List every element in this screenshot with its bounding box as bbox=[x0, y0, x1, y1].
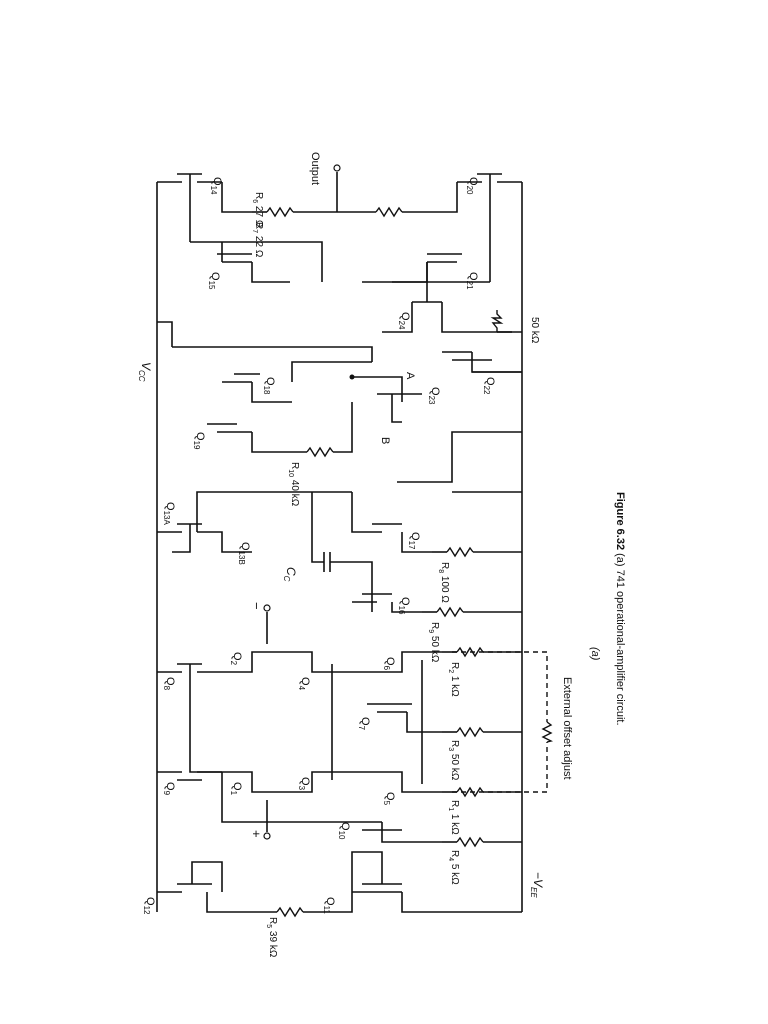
noninverting-input bbox=[263, 832, 271, 840]
q13b-label: Q13B bbox=[237, 542, 251, 565]
q15-label: Q15 bbox=[207, 272, 221, 290]
r8-label: R8 100 Ω bbox=[437, 562, 450, 603]
q9-wires bbox=[157, 771, 222, 781]
q20-wires bbox=[422, 173, 522, 282]
r1-resistor bbox=[456, 786, 484, 798]
q10-wires bbox=[352, 821, 442, 843]
q5-label: Q5 bbox=[382, 792, 396, 806]
q13a-label: Q13A bbox=[162, 502, 176, 525]
r6-resistor bbox=[266, 206, 294, 218]
q8-label: Q8 bbox=[162, 677, 176, 691]
offset-adjust-dashed bbox=[452, 651, 548, 793]
transistor-labels: Q14 Q15 Q20 Q21 Q18 Q19 Q23 Q24 Q22 Q13A… bbox=[142, 177, 496, 915]
q4-label: Q4 bbox=[297, 677, 311, 691]
r2-resistor bbox=[456, 646, 484, 658]
offset-adjust-label: External offset adjust bbox=[561, 677, 573, 780]
q24-label: Q24 bbox=[397, 312, 411, 330]
r10-label: R10 40 kΩ bbox=[287, 462, 300, 507]
sub-figure-label: (a) bbox=[589, 647, 601, 661]
q18-label: Q18 bbox=[262, 377, 276, 395]
q22-label: Q22 bbox=[482, 377, 496, 395]
q12-wires bbox=[157, 861, 242, 913]
q16-label: Q16 bbox=[397, 597, 411, 615]
q3-q4-wires bbox=[282, 651, 352, 793]
vcc-label: VCC bbox=[137, 362, 153, 382]
q13-wires bbox=[157, 491, 352, 553]
q21-label: Q21 bbox=[465, 272, 479, 290]
vee-label: −VEE bbox=[529, 872, 545, 898]
q8-wires bbox=[157, 663, 222, 773]
r3-label: R3 50 kΩ bbox=[447, 740, 460, 781]
output-label: Output bbox=[309, 152, 321, 185]
q1-q2-wires bbox=[222, 612, 282, 832]
q12-label: Q12 bbox=[142, 897, 156, 915]
r4-label: R4 5 kΩ bbox=[447, 850, 460, 885]
q23-label: Q23 bbox=[427, 387, 441, 405]
q14-wires bbox=[157, 173, 252, 242]
node-a-label: A bbox=[404, 372, 416, 380]
r8-resistor bbox=[446, 546, 474, 558]
offset-potentiometer bbox=[541, 721, 554, 743]
q17-wires bbox=[351, 492, 432, 553]
r5-label: R5 39 kΩ bbox=[265, 917, 278, 958]
q11-label: Q11 bbox=[322, 897, 336, 914]
noninverting-sign: + bbox=[249, 830, 264, 838]
q3-label: Q3 bbox=[297, 777, 311, 791]
q23-wires bbox=[352, 376, 522, 483]
q7-wires bbox=[367, 703, 442, 733]
q19-wires bbox=[207, 423, 282, 453]
r5-resistor bbox=[276, 906, 304, 918]
q20-label: Q20 bbox=[465, 177, 479, 195]
q11-wires bbox=[351, 851, 522, 913]
r10-resistor bbox=[306, 446, 334, 458]
q24-wires bbox=[382, 262, 522, 333]
r4-resistor bbox=[456, 836, 484, 848]
node-b-label: B bbox=[379, 437, 391, 444]
q22-wires bbox=[442, 351, 522, 373]
r3-resistor bbox=[456, 726, 484, 738]
r-q24-resistor bbox=[490, 310, 504, 332]
q6-label: Q6 bbox=[382, 657, 396, 671]
r-q24-label: 50 kΩ bbox=[529, 317, 540, 344]
cc-label: CC bbox=[282, 567, 298, 582]
q19-label: Q19 bbox=[192, 432, 206, 450]
r9-label: R9 50 kΩ bbox=[427, 622, 440, 663]
resistor-labels: R6 27 Ω R7 22 Ω 50 kΩ R10 40 kΩ R8 100 Ω… bbox=[251, 192, 540, 958]
figure-caption: Figure 6.32 (a) 741 operational-amplifie… bbox=[614, 492, 626, 726]
q7-label: Q7 bbox=[357, 717, 371, 731]
r6-label: R6 27 Ω bbox=[251, 192, 264, 228]
output-terminal bbox=[333, 164, 341, 172]
r9-resistor bbox=[436, 606, 464, 618]
r2-label: R2 1 kΩ bbox=[447, 662, 460, 697]
cc-capacitor bbox=[311, 492, 373, 612]
q16-wires bbox=[352, 593, 422, 613]
r1-label: R1 1 kΩ bbox=[447, 800, 460, 835]
q1-label: Q1 bbox=[229, 782, 243, 796]
q18-wires bbox=[172, 346, 373, 403]
q17-label: Q17 bbox=[407, 532, 421, 550]
q14-label: Q14 bbox=[209, 177, 223, 195]
q10-label: Q10 bbox=[337, 822, 351, 840]
q15-wires bbox=[217, 253, 290, 283]
r7-label: R7 22 Ω bbox=[251, 222, 264, 258]
r7-resistor bbox=[375, 206, 403, 218]
q5-q6-wires bbox=[352, 651, 442, 793]
inverting-sign: − bbox=[249, 602, 264, 610]
q9-label: Q9 bbox=[162, 782, 176, 796]
inverting-input bbox=[263, 604, 271, 612]
q2-label: Q2 bbox=[229, 652, 243, 666]
